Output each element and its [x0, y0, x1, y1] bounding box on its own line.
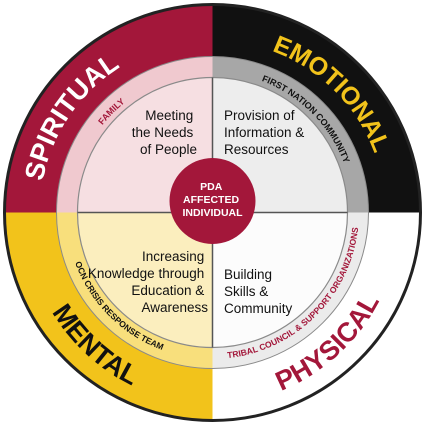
quadrant-tl-text: Meeting the Needs of People	[132, 108, 197, 157]
inner-quadrant-br	[212, 212, 348, 348]
quadrant-br-text: Building Skills & Community	[224, 267, 293, 316]
quadrant-bl-text: Increasing Knowledge through Education &…	[88, 249, 208, 315]
band-circle-outline	[56, 56, 369, 369]
outer-border	[3, 3, 422, 422]
center-label: PDA AFFECTED INDIVIDUAL	[182, 181, 243, 219]
inner-quadrant-bl	[77, 212, 213, 348]
center-circle	[169, 158, 256, 244]
quadrant-tr-text: Provision of Information & Resources	[224, 108, 308, 157]
